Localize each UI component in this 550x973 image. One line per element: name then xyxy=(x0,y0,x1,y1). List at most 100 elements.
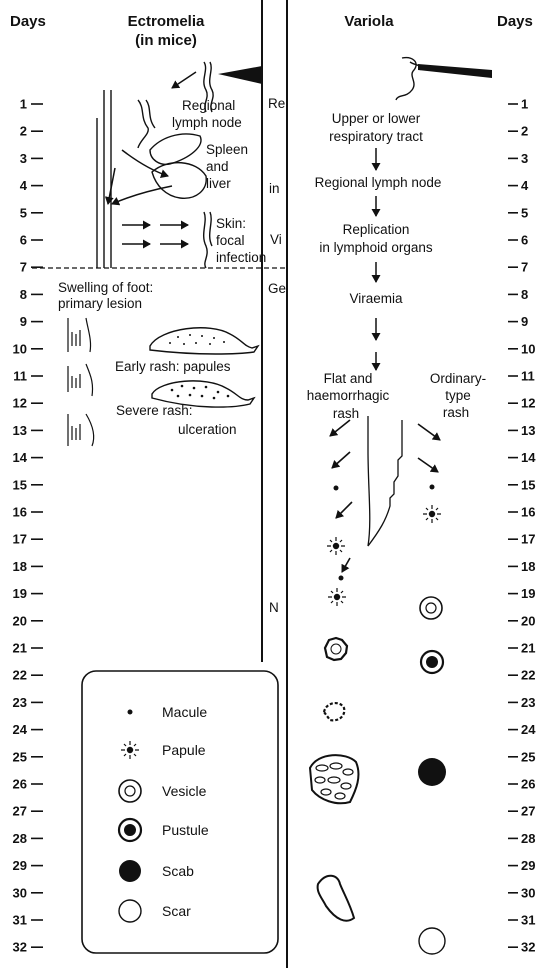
day-label-right: 28 xyxy=(521,831,535,846)
day-label-right: 9 xyxy=(521,314,528,329)
day-label-right: 29 xyxy=(521,858,535,873)
day-label-right: 6 xyxy=(521,233,528,248)
day-label-left: 10 xyxy=(13,341,27,356)
foot-sketches xyxy=(67,317,95,447)
day-label-left: 15 xyxy=(13,477,27,492)
fragment-vi: Vi xyxy=(270,232,282,247)
flat-scab-texture xyxy=(314,762,354,800)
ordinary-pustule xyxy=(419,649,445,675)
legend-papule-icon xyxy=(121,741,139,759)
fragment-in: in xyxy=(269,181,280,196)
day-label-left: 19 xyxy=(13,586,27,601)
day-label-right: 1 xyxy=(521,97,528,112)
day-label-right: 2 xyxy=(521,124,528,139)
ectro-swelling-label-2: primary lesion xyxy=(58,296,142,311)
day-label-right: 23 xyxy=(521,695,535,710)
ectro-skin-label-3: infection xyxy=(216,250,266,265)
legend-macule-label: Macule xyxy=(162,704,207,720)
day-label-left: 13 xyxy=(13,423,27,438)
day-label-right: 17 xyxy=(521,532,535,547)
day-label-left: 5 xyxy=(20,205,27,220)
mouse-ulceration-icon xyxy=(151,380,256,408)
flat-papule-2 xyxy=(328,588,346,606)
day-label-left: 22 xyxy=(13,668,27,683)
day-label-left: 20 xyxy=(13,613,27,628)
ordinary-scab xyxy=(418,758,446,786)
ectromelia-title: Ectromelia xyxy=(128,13,205,30)
vessel-icon xyxy=(137,99,156,149)
haemorrhage-curve xyxy=(367,416,403,547)
day-label-right: 13 xyxy=(521,423,535,438)
day-label-right: 19 xyxy=(521,586,535,601)
days-header-left: Days xyxy=(10,13,46,30)
day-label-left: 17 xyxy=(13,532,27,547)
day-label-right: 26 xyxy=(521,777,535,792)
legend-scab-icon xyxy=(119,860,141,882)
flat-arrow-3 xyxy=(335,501,353,519)
day-label-right: 27 xyxy=(521,804,535,819)
day-label-left: 30 xyxy=(13,885,27,900)
day-scale-right: 1234567891011121314151617181920212223242… xyxy=(508,97,536,955)
day-label-right: 25 xyxy=(521,749,535,764)
day-label-left: 31 xyxy=(13,913,27,928)
flat-vesicle xyxy=(323,636,349,662)
legend-vesicle-label: Vesicle xyxy=(162,783,207,799)
inoculation-wedge-left xyxy=(218,66,262,84)
ectro-spleen-label-1: Spleen xyxy=(206,142,248,157)
flat-papule-1 xyxy=(327,537,345,555)
fragment-re: Re xyxy=(268,96,285,111)
ordinary-arrow-2 xyxy=(417,457,439,473)
variola-step-3a: Replication xyxy=(343,222,410,237)
ectro-lymph-label-1: Regional xyxy=(182,98,235,113)
legend-papule-label: Papule xyxy=(162,742,206,758)
liver-icon xyxy=(151,161,207,199)
lymph-vessel-icon xyxy=(203,61,214,113)
variola-step-1a: Upper or lower xyxy=(332,111,421,126)
day-label-left: 28 xyxy=(13,831,27,846)
spleen-icon xyxy=(149,133,202,166)
day-label-left: 18 xyxy=(13,559,27,574)
day-label-left: 8 xyxy=(20,287,27,302)
ordinary-scar xyxy=(418,927,446,955)
legend-scar-icon xyxy=(118,899,142,923)
ectro-lymph-label-2: lymph node xyxy=(172,115,242,130)
day-label-right: 30 xyxy=(521,885,535,900)
fragment-ge: Ge xyxy=(268,281,286,296)
flat-rash-label-1: Flat and xyxy=(324,371,373,386)
legend-macule-icon xyxy=(127,709,133,715)
day-label-left: 14 xyxy=(13,450,28,465)
circulation-arrow-2 xyxy=(111,185,173,206)
day-label-right: 21 xyxy=(521,641,535,656)
ectro-skin-label-1: Skin: xyxy=(216,216,246,231)
ordinary-rash-label-1: Ordinary- xyxy=(430,371,486,386)
day-label-left: 25 xyxy=(13,749,27,764)
days-header-right: Days xyxy=(497,13,533,30)
legend-pustule-label: Pustule xyxy=(162,822,209,838)
day-label-left: 7 xyxy=(20,260,27,275)
day-label-right: 8 xyxy=(521,287,528,302)
variola-step-3b: in lymphoid organs xyxy=(319,240,433,255)
day-label-right: 31 xyxy=(521,913,535,928)
flat-arrow-4 xyxy=(341,557,351,573)
day-label-left: 2 xyxy=(20,124,27,139)
day-label-right: 7 xyxy=(521,260,528,275)
day-label-right: 11 xyxy=(521,369,535,384)
day-label-right: 10 xyxy=(521,341,535,356)
fragment-n: N xyxy=(269,600,279,615)
day-label-left: 12 xyxy=(13,396,27,411)
ordinary-arrow-1 xyxy=(417,423,441,441)
day-label-right: 15 xyxy=(521,477,535,492)
day-label-left: 11 xyxy=(13,369,27,384)
mouse-ulceration-dots xyxy=(170,384,230,400)
ordinary-rash-label-2: type xyxy=(445,388,471,403)
day-label-right: 16 xyxy=(521,505,535,520)
ordinary-vesicle xyxy=(419,596,443,620)
ectro-spleen-label-2: and xyxy=(206,159,229,174)
flat-macule xyxy=(333,485,339,491)
ectro-swelling-label-1: Swelling of foot: xyxy=(58,280,153,295)
variola-title: Variola xyxy=(344,13,394,30)
day-label-left: 29 xyxy=(13,858,27,873)
variola-step-1b: respiratory tract xyxy=(329,129,423,144)
day-scale-left: 1234567891011121314151617181920212223242… xyxy=(13,97,43,955)
